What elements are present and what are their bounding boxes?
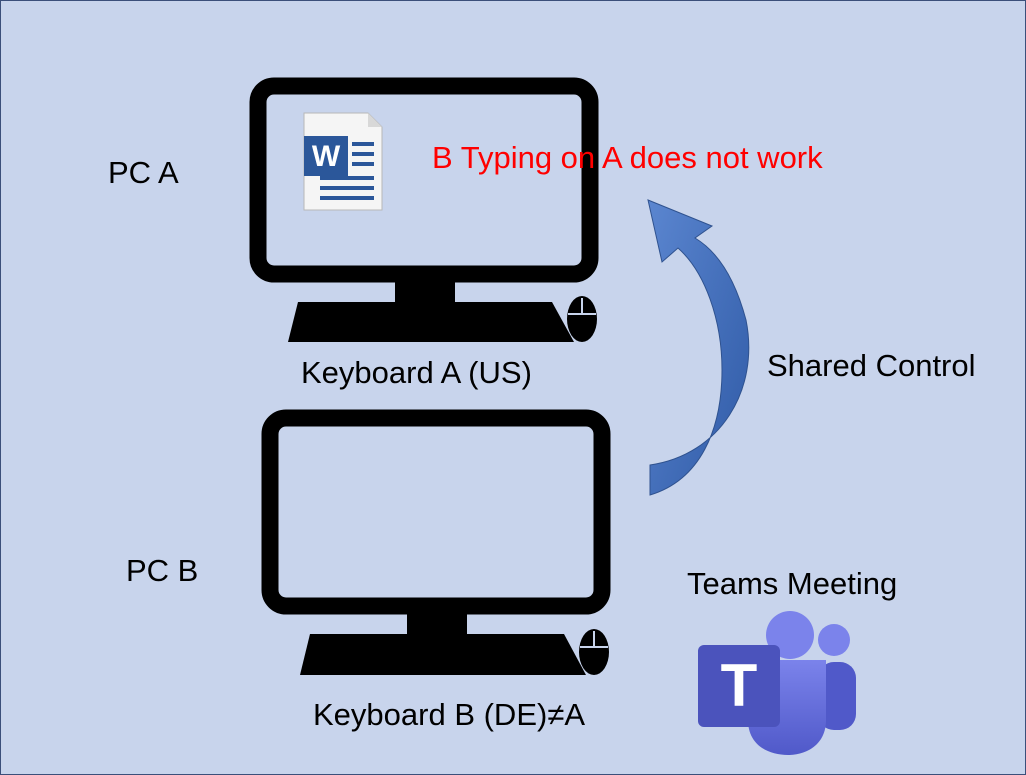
pc-a-monitor — [249, 77, 599, 342]
keyboard-b-label: Keyboard B (DE)≠A — [313, 697, 586, 732]
shared-control-arrow — [647, 199, 750, 496]
error-message: B Typing on A does not work — [432, 140, 823, 175]
mouse-b-icon — [579, 629, 609, 675]
word-icon-letter: W — [312, 140, 341, 173]
pc-b-monitor — [261, 409, 611, 675]
teams-meeting-label: Teams Meeting — [687, 566, 898, 601]
keyboard-a-label: Keyboard A (US) — [301, 355, 532, 390]
pc-a-label: PC A — [108, 155, 179, 190]
word-document-icon: W — [303, 112, 383, 211]
teams-icon-letter: T — [721, 652, 758, 719]
pc-b-label: PC B — [126, 553, 199, 588]
teams-icon: T — [698, 611, 856, 755]
shared-control-label: Shared Control — [767, 348, 976, 383]
mouse-a-icon — [567, 296, 597, 342]
